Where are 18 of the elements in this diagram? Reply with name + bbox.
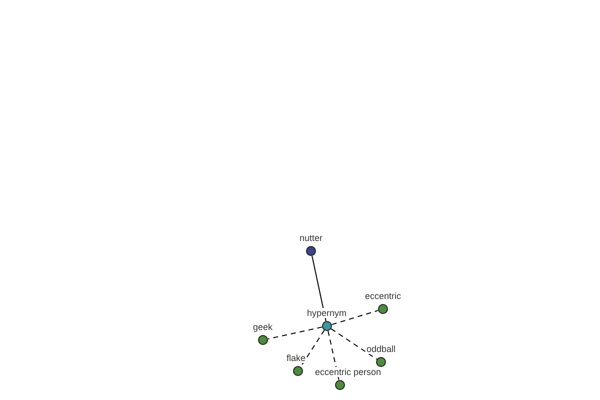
dashed-connector [330, 328, 378, 360]
node-label: flake [286, 353, 306, 363]
graph-node [288, 353, 308, 376]
dashed-connector [267, 326, 323, 340]
graph-node [365, 291, 402, 314]
dashed-connector [300, 330, 325, 368]
graph-node [307, 308, 347, 331]
graph-node [253, 322, 273, 345]
node-label: oddball [366, 344, 396, 354]
graph-node [300, 233, 323, 256]
dashed-connector [331, 310, 379, 326]
node-label: nutter [300, 233, 323, 243]
node-label: eccentric [365, 291, 402, 301]
node-label: geek [253, 322, 273, 332]
node-label: hypernym [307, 308, 347, 318]
graph-node [366, 344, 396, 367]
node-label: eccentric person [315, 367, 382, 377]
dashed-connector [328, 330, 340, 381]
